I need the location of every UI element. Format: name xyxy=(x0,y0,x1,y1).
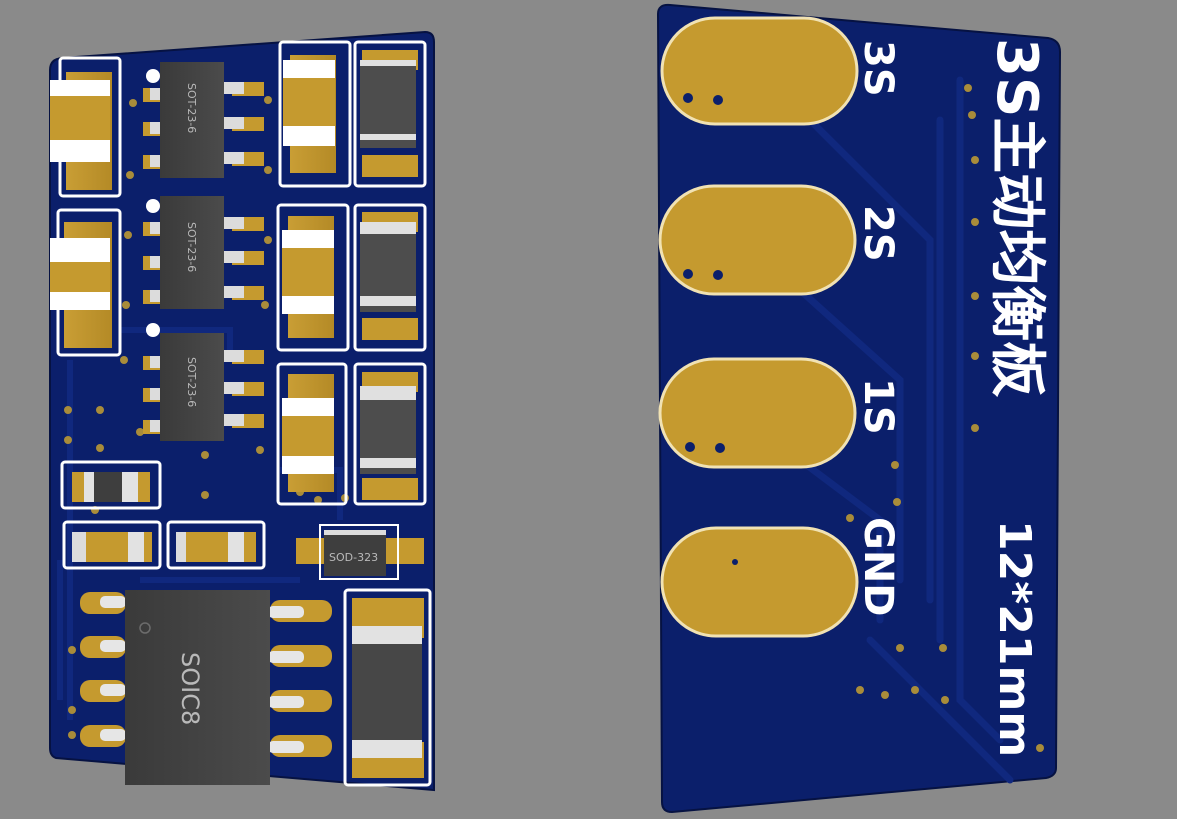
board-dimensions: 12*21mm xyxy=(989,520,1040,757)
back-traces xyxy=(796,76,1014,784)
resistor-small-3 xyxy=(166,520,266,570)
diode-3 xyxy=(353,362,427,506)
diode-1 xyxy=(353,40,427,188)
sot23-chip-2: SOT-23-6 xyxy=(143,196,264,309)
back-vias xyxy=(846,84,1044,752)
capacitor-left-bottom xyxy=(50,208,122,357)
soic8-label: SOIC8 xyxy=(176,652,204,725)
soic8-chip: SOIC8 xyxy=(80,590,332,785)
capacitor-right-1 xyxy=(278,40,352,188)
sod323-label: SOD-323 xyxy=(329,551,378,564)
pad-label-3s: 3S xyxy=(855,40,901,97)
diode-2 xyxy=(353,203,427,352)
pad-label-2s: 2S xyxy=(855,205,901,262)
pad-3s xyxy=(660,16,859,126)
sot23-label-3: SOT-23-6 xyxy=(185,357,198,407)
capacitor-right-2 xyxy=(276,203,350,352)
resistor-small-1 xyxy=(60,460,162,510)
pad-label-1s: 1S xyxy=(855,378,901,435)
sot23-label-1: SOT-23-6 xyxy=(185,83,198,133)
capacitor-right-3 xyxy=(276,362,348,506)
pad-1s xyxy=(658,357,857,469)
sot23-chip-3: SOT-23-6 xyxy=(143,323,264,441)
back-board: 3S 2S 1S GND 3S主动均衡板 12*21mm xyxy=(656,3,1062,814)
pad-gnd xyxy=(660,526,859,638)
capacitor-left-top xyxy=(50,56,122,198)
board-title: 3S主动均衡板 xyxy=(984,38,1049,397)
front-board: SOT-23-6 SOT-23-6 xyxy=(49,30,435,792)
resistor-large xyxy=(343,588,432,787)
pad-2s xyxy=(658,184,857,296)
resistor-small-2 xyxy=(62,520,162,570)
pad-label-gnd: GND xyxy=(855,517,901,617)
sod323-diode: SOD-323 xyxy=(296,524,424,580)
sot23-chip-1: SOT-23-6 xyxy=(143,62,264,178)
sot23-label-2: SOT-23-6 xyxy=(185,222,198,272)
